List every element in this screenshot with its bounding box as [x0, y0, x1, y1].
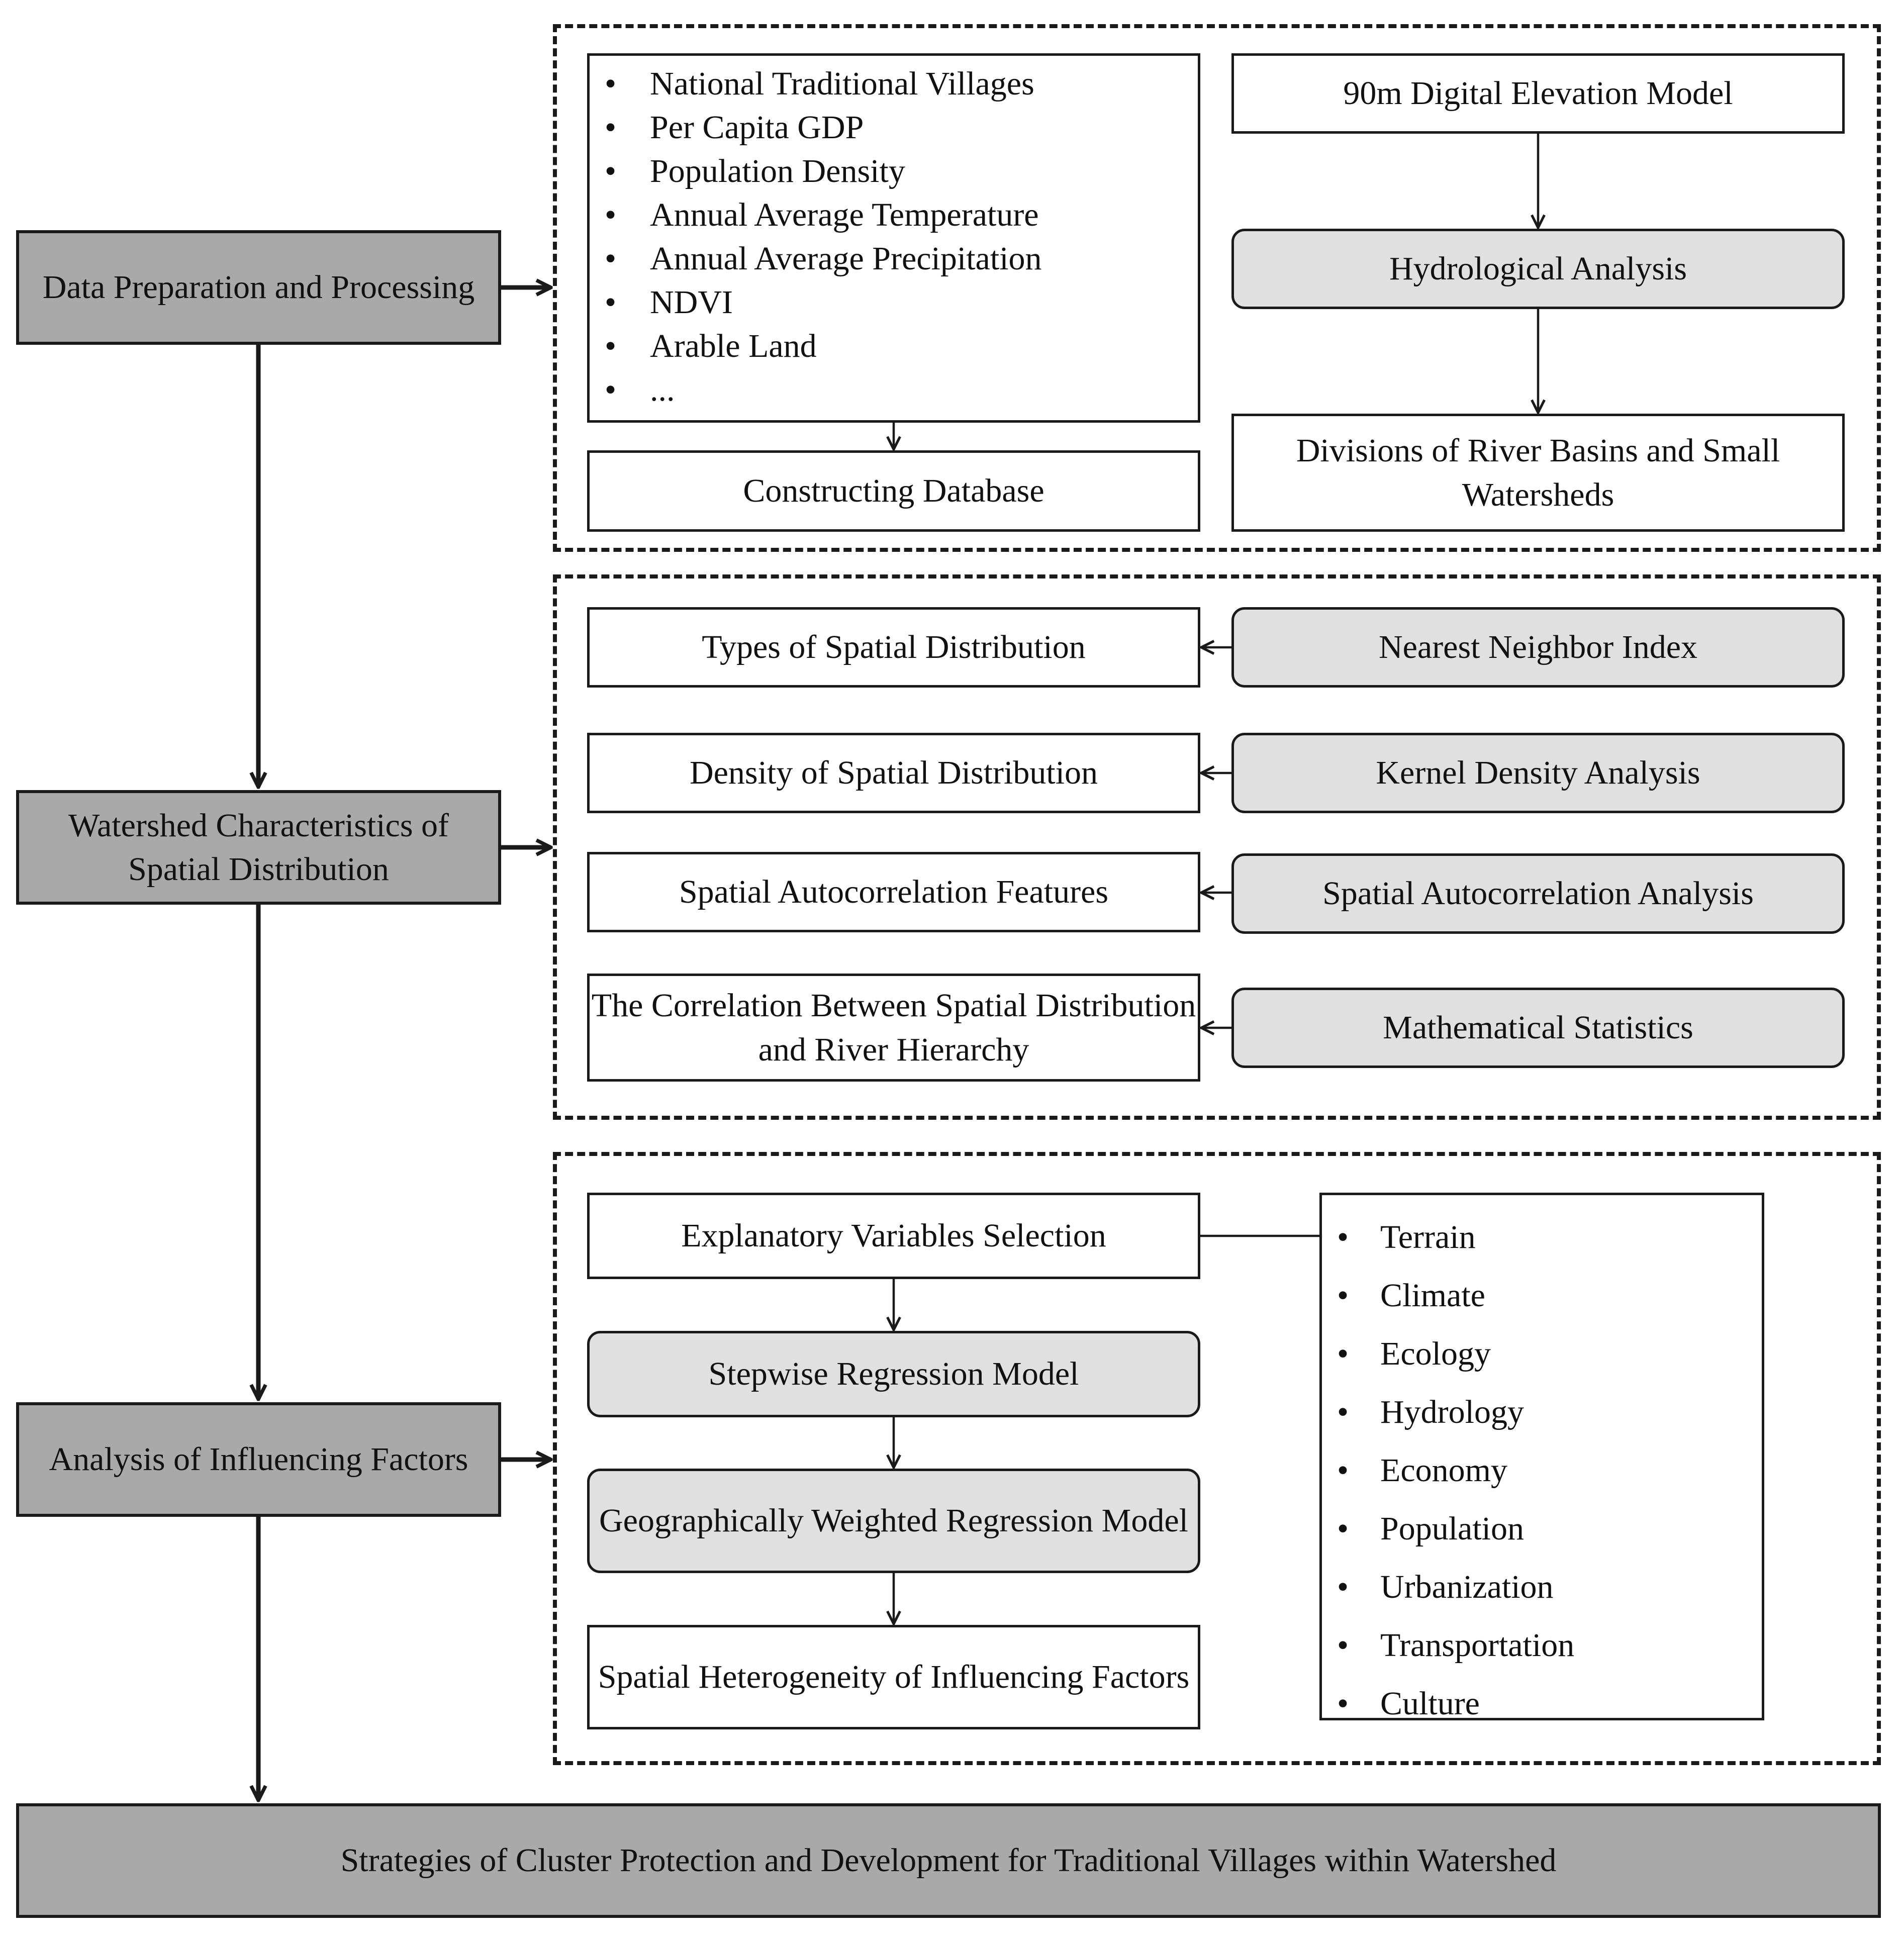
dem-box: 90m Digital Elevation Model: [1231, 53, 1845, 134]
explanatory-variables-label: Explanatory Variables Selection: [681, 1217, 1106, 1254]
data-items-list: National Traditional Villages Per Capita…: [587, 53, 1200, 423]
stepwise-regression-label: Stepwise Regression Model: [708, 1355, 1079, 1393]
result-autocorrelation-features-label: Spatial Autocorrelation Features: [679, 874, 1109, 911]
factor-item: Climate: [1322, 1267, 1762, 1325]
result-spatial-density: Density of Spatial Distribution: [587, 733, 1200, 813]
data-item: ...: [590, 368, 1198, 412]
factor-item: Economy: [1322, 1441, 1762, 1500]
constructing-database-label: Constructing Database: [743, 472, 1044, 510]
hydrological-analysis-label: Hydrological Analysis: [1389, 250, 1687, 287]
factor-item: Terrain: [1322, 1208, 1762, 1267]
result-river-hierarchy-correlation: The Correlation Between Spatial Distribu…: [587, 974, 1200, 1082]
result-river-hierarchy-correlation-label: The Correlation Between Spatial Distribu…: [591, 987, 1196, 1068]
data-item: Arable Land: [590, 324, 1198, 368]
data-item: Per Capita GDP: [590, 106, 1198, 149]
section-frame-data-preparation: [553, 24, 1881, 552]
constructing-database-box: Constructing Database: [587, 450, 1200, 532]
data-item: National Traditional Villages: [590, 62, 1198, 106]
hydrological-analysis-box: Hydrological Analysis: [1231, 229, 1845, 309]
result-spatial-density-label: Density of Spatial Distribution: [689, 754, 1098, 792]
stage-strategies-label: Strategies of Cluster Protection and Dev…: [340, 1842, 1557, 1879]
method-spatial-autocorrelation: Spatial Autocorrelation Analysis: [1231, 853, 1845, 934]
factor-item: Urbanization: [1322, 1558, 1762, 1616]
method-mathematical-statistics-label: Mathematical Statistics: [1383, 1009, 1693, 1046]
section-frame-spatial-distribution: [553, 574, 1881, 1120]
data-item: Population Density: [590, 149, 1198, 193]
stage-watershed-characteristics-label: Watershed Characteristics of Spatial Dis…: [68, 807, 449, 888]
method-nearest-neighbor-label: Nearest Neighbor Index: [1378, 629, 1698, 666]
stage-data-preparation-label: Data Preparation and Processing: [42, 269, 475, 306]
river-divisions-box: Divisions of River Basins and Small Wate…: [1231, 414, 1845, 532]
data-item: Annual Average Precipitation: [590, 237, 1198, 280]
data-item: NDVI: [590, 280, 1198, 324]
gwr-model-label: Geographically Weighted Regression Model: [599, 1502, 1188, 1539]
factor-item: Population: [1322, 1500, 1762, 1558]
stage-watershed-characteristics: Watershed Characteristics of Spatial Dis…: [16, 790, 501, 905]
gwr-model-box: Geographically Weighted Regression Model: [587, 1469, 1200, 1573]
result-autocorrelation-features: Spatial Autocorrelation Features: [587, 852, 1200, 932]
dem-label: 90m Digital Elevation Model: [1343, 75, 1733, 112]
method-nearest-neighbor: Nearest Neighbor Index: [1231, 607, 1845, 688]
factor-item: Ecology: [1322, 1325, 1762, 1383]
method-kernel-density: Kernel Density Analysis: [1231, 733, 1845, 813]
method-kernel-density-label: Kernel Density Analysis: [1376, 754, 1700, 792]
method-mathematical-statistics: Mathematical Statistics: [1231, 988, 1845, 1068]
stepwise-regression-box: Stepwise Regression Model: [587, 1331, 1200, 1417]
factor-item: Culture: [1322, 1675, 1762, 1733]
result-spatial-types-label: Types of Spatial Distribution: [702, 629, 1086, 666]
data-item: Annual Average Temperature: [590, 193, 1198, 237]
factor-list: Terrain Climate Ecology Hydrology Econom…: [1319, 1193, 1764, 1733]
stage-data-preparation: Data Preparation and Processing: [16, 230, 501, 345]
spatial-heterogeneity-label: Spatial Heterogeneity of Influencing Fac…: [598, 1659, 1190, 1696]
result-spatial-types: Types of Spatial Distribution: [587, 607, 1200, 688]
factor-item: Transportation: [1322, 1616, 1762, 1675]
stage-influencing-factors-label: Analysis of Influencing Factors: [49, 1441, 468, 1478]
factor-item: Hydrology: [1322, 1383, 1762, 1441]
explanatory-variables-box: Explanatory Variables Selection: [587, 1193, 1200, 1279]
spatial-heterogeneity-box: Spatial Heterogeneity of Influencing Fac…: [587, 1625, 1200, 1729]
stage-influencing-factors: Analysis of Influencing Factors: [16, 1402, 501, 1517]
method-spatial-autocorrelation-label: Spatial Autocorrelation Analysis: [1322, 875, 1754, 912]
river-divisions-label: Divisions of River Basins and Small Wate…: [1296, 432, 1780, 513]
stage-strategies: Strategies of Cluster Protection and Dev…: [16, 1803, 1881, 1918]
section-frame-influencing-factors: [553, 1152, 1881, 1765]
